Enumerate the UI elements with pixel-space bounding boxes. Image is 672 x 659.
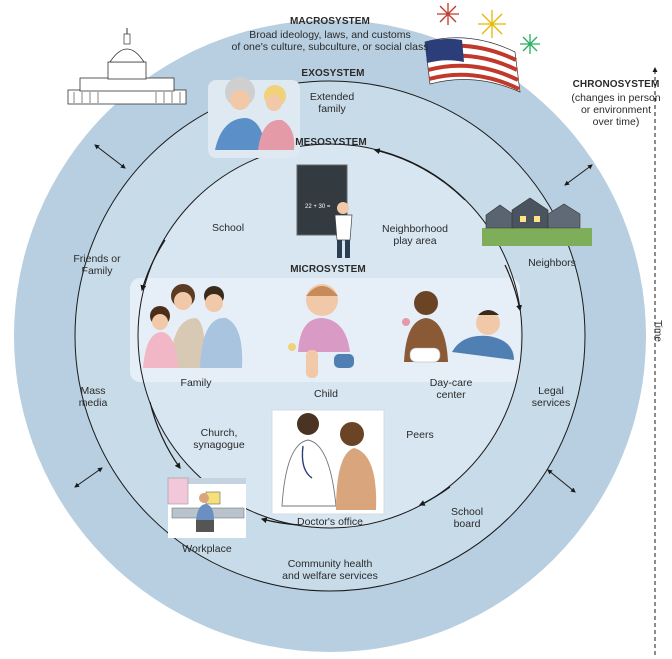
micro-day-care-center: Day-care center [429,377,473,401]
workplace-cubicle-illustration [167,477,246,538]
meso-arrow-left [149,401,181,469]
macrosystem-description: Broad ideology, laws, and customs of one… [231,29,429,53]
exo-legal-services: Legal services [531,385,571,409]
exo-neighbors: Neighbors [528,257,576,269]
exo-friends-or-family: Friends or Family [73,253,121,277]
capitol-building-illustration [67,28,187,105]
fireworks-illustration [437,3,540,54]
microsystem-title: MICROSYSTEM [290,264,366,275]
chronosystem-title: CHRONOSYSTEM [572,79,660,90]
exo-arrow-lower-right [547,469,576,493]
micro-child: Child [314,388,338,400]
american-flag-illustration [424,37,521,93]
school-blackboard-illustration: 22 + 30 = [296,164,353,258]
chronosystem-block: CHRONOSYSTEM (changes in person or envir… [560,79,672,128]
exosystem-boundary [74,80,586,592]
meso-arrow-upper-left [140,239,166,292]
day-care-babies-illustration [402,291,514,363]
exo-arrow-upper-right [564,164,593,186]
child-illustration [288,284,354,378]
meso-arrow-bottom [260,517,301,526]
exo-mass-media: Mass media [78,385,108,409]
exo-community-health: Community health and welfare services [282,558,378,582]
meso-church-synagogue: Church, synagogue [193,427,245,451]
exo-extended-family: Extended family [309,91,355,115]
meso-peers: Peers [406,429,434,441]
macrosystem-title: MACROSYSTEM [290,16,370,27]
meso-school: School [211,222,245,234]
exo-arrow-upper-left [94,144,126,169]
exo-workplace: Workplace [182,543,232,555]
neighborhood-houses-illustration [482,197,592,246]
meso-doctors-office: Doctor's office [296,516,363,528]
mesosystem-title: MESOSYSTEM [295,137,367,148]
exo-arrow-lower-left [74,467,103,488]
svg-text:22 + 30 =: 22 + 30 = [305,204,331,210]
meso-arrow-top [373,148,466,201]
chronosystem-description: (changes in person or environment over t… [571,92,661,128]
exosystem-title: EXOSYSTEM [301,68,365,79]
meso-arrow-bottom-right [418,486,451,506]
family-illustration [143,284,243,368]
micro-family: Family [180,377,212,389]
time-axis-label: Time [651,320,663,342]
meso-arrow-right [504,264,522,312]
extended-family-illustration [208,77,300,158]
mesosystem-boundary [137,143,523,529]
meso-neighborhood-play-area: Neighborhood play area [382,223,448,247]
exo-school-board: School board [450,506,484,530]
doctors-office-illustration [271,409,385,515]
